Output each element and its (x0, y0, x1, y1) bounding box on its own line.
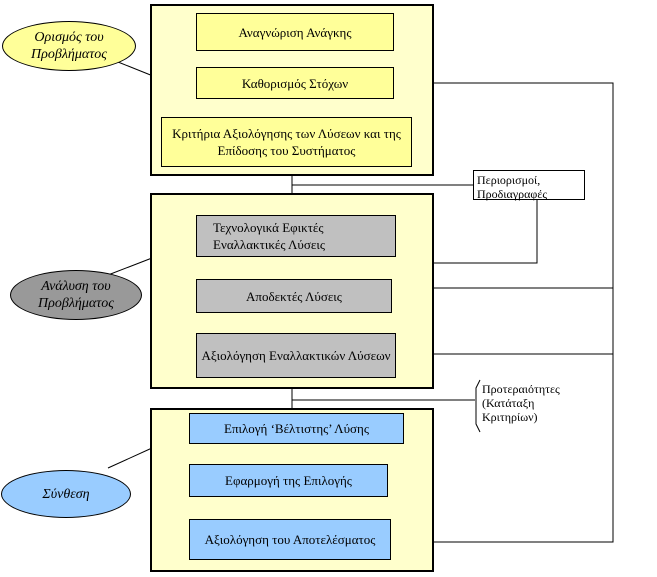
step-result-evaluation: Αξιολόγηση του Αποτελέσματος (189, 519, 391, 560)
feedback-loop-line (390, 82, 614, 543)
constraints-note: Περιορισμοί, Προδιαγραφές (473, 170, 585, 201)
step-label: Καθορισμός Στόχων (241, 75, 349, 91)
step-acceptable-solutions: Αποδεκτές Λύσεις (196, 279, 392, 313)
leader-line (107, 257, 153, 276)
priorities-bracket (475, 379, 481, 433)
step-label: Επιλογή ‘Βέλτιστης’ Λύσης (224, 421, 369, 436)
stage-label-synthesis: Σύνθεση (1, 470, 131, 518)
step-label: Εφαρμογή της Επιλογής (225, 473, 352, 488)
step-label: Τεχνολογικά Εφικτές Εναλλακτικές Λύσεις (213, 220, 325, 252)
stage-label-problem-analysis: Ανάλυση του Προβλήματος (10, 270, 142, 320)
step-label: Αναγνώριση Ανάγκης (238, 24, 352, 40)
leader-line (107, 447, 153, 469)
step-label: Αξιολόγηση του Αποτελέσματος (204, 532, 376, 547)
step-alternatives-evaluation: Αξιολόγηση Εναλλακτικών Λύσεων (196, 333, 396, 378)
step-implementation: Εφαρμογή της Επιλογής (189, 464, 388, 497)
step-evaluation-criteria: Κριτήρια Αξιολόγησης των Λύσεων και της … (161, 117, 412, 167)
step-goal-definition: Καθορισμός Στόχων (196, 67, 394, 99)
step-need-identification: Αναγνώριση Ανάγκης (196, 13, 394, 51)
step-label: Αξιολόγηση Εναλλακτικών Λύσεων (201, 348, 391, 363)
step-label: Κριτήρια Αξιολόγησης των Λύσεων και της … (172, 126, 401, 158)
step-feasible-alternatives: Τεχνολογικά Εφικτές Εναλλακτικές Λύσεις (196, 215, 396, 257)
priorities-note: Προτεραιότητες (Κατάταξη Κριτηρίων) (482, 382, 560, 424)
step-optimal-choice: Επιλογή ‘Βέλτιστης’ Λύσης (189, 413, 404, 444)
stage-label-problem-definition: Ορισμός του Προβλήματος (2, 21, 136, 71)
step-label: Αποδεκτές Λύσεις (246, 288, 342, 304)
